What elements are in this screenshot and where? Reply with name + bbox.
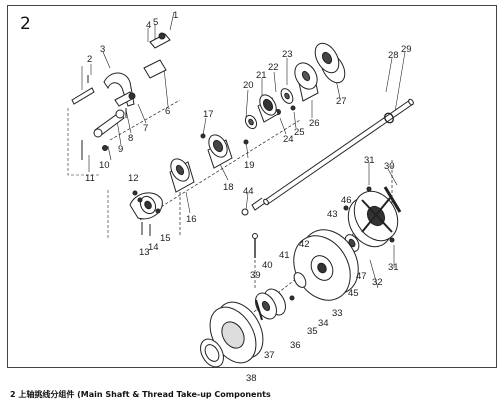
callout-9: 9 [118,144,123,155]
callout-42: 42 [299,239,310,250]
figure-caption: 2 上轴挑线分组件 (Main Shaft & Thread Take-up C… [10,390,271,399]
callout-35: 35 [307,326,318,337]
callout-21: 21 [256,70,267,81]
callout-32: 32 [372,277,383,288]
callout-41: 41 [279,250,290,261]
callout-37: 37 [264,350,275,361]
callout-27: 27 [336,96,347,107]
callout-45: 45 [348,288,359,299]
callout-12: 12 [128,173,139,184]
callout-23: 23 [282,49,293,60]
callout-3: 3 [100,44,105,55]
callout-46: 46 [341,195,352,206]
diagram-frame: 2 [7,5,497,368]
callout-13: 13 [139,247,150,258]
take-up-lever [71,32,171,160]
callout-39: 39 [250,270,261,281]
collar [294,62,319,102]
small-gear [255,288,286,321]
figure-number: 2 [20,14,31,34]
callout-16: 16 [186,214,197,225]
circlip [384,112,394,124]
callout-44: 44 [243,186,254,197]
callout-8: 8 [128,133,133,144]
group-bracket [67,108,109,240]
callout-26: 26 [309,118,320,129]
callout-18: 18 [223,182,234,193]
hook-drive-gear [347,186,402,248]
callout-6: 6 [165,106,170,117]
pulley [314,42,346,84]
callout-47: 47 [356,271,367,282]
callout-4: 4 [146,20,151,31]
callout-31-top: 31 [364,155,375,166]
callout-29: 29 [401,44,412,55]
bearing [244,94,279,130]
leader-lines [81,11,406,289]
callout-38: 38 [246,373,257,384]
callout-43: 43 [327,209,338,220]
callout-34: 34 [318,318,329,329]
callout-1: 1 [173,10,178,21]
part-callouts: 1 2 3 4 5 6 7 8 9 10 11 12 13 14 15 16 1… [85,10,412,384]
callout-15: 15 [160,233,171,244]
callout-28: 28 [388,50,399,61]
callout-19: 19 [244,160,255,171]
callout-33: 33 [332,308,343,319]
callout-17: 17 [203,109,214,120]
take-up-crank [129,190,163,236]
callout-24: 24 [283,134,294,145]
callout-30: 30 [384,161,395,172]
callout-14: 14 [148,242,159,253]
main-shaft [241,98,414,216]
callout-36: 36 [290,340,301,351]
callout-20: 20 [243,80,254,91]
gear-washer [293,272,307,288]
callout-40: 40 [262,260,273,271]
callout-2: 2 [87,54,92,65]
callout-5: 5 [153,17,158,28]
callout-7: 7 [143,123,148,134]
gear-housing [293,229,359,301]
bushing [169,158,195,193]
callout-11: 11 [85,173,95,184]
callout-31-right: 31 [388,262,399,273]
callout-22: 22 [268,62,279,73]
shaft-bushing [200,133,249,169]
callout-10: 10 [99,160,110,171]
gasket [200,338,224,368]
callout-25: 25 [294,127,305,138]
